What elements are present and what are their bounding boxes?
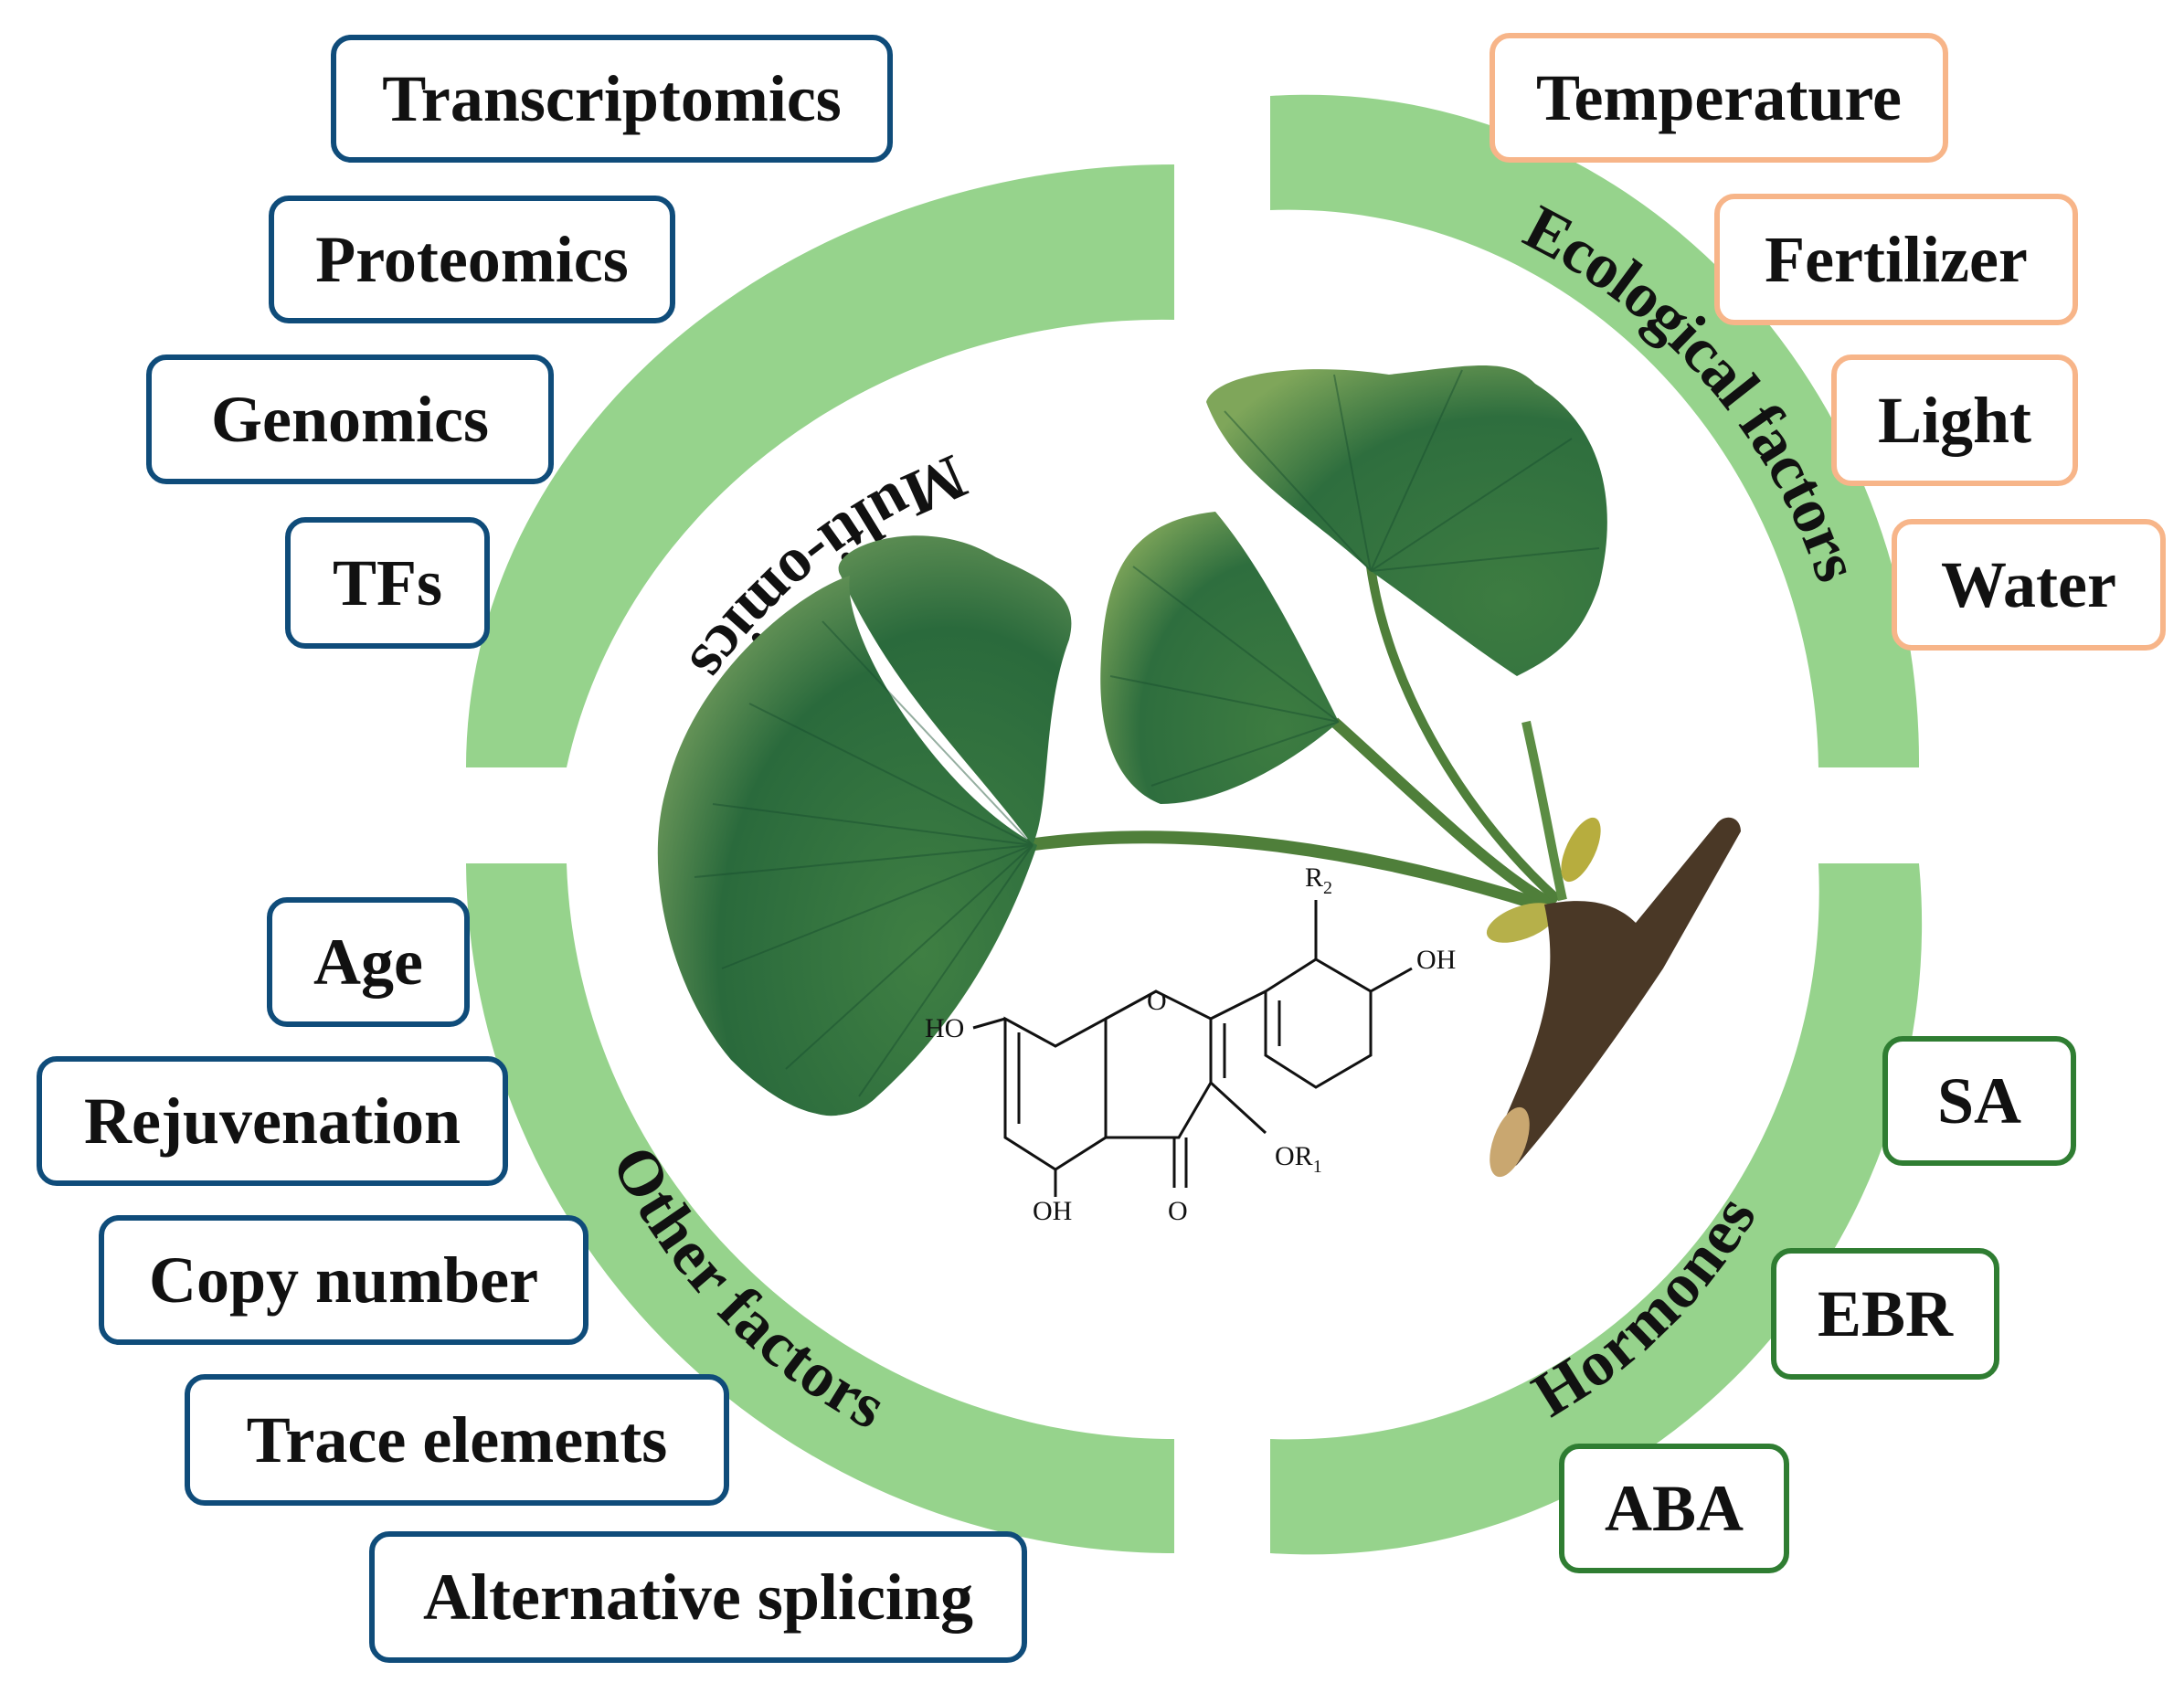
box-alternative-splicing: Alternative splicing: [369, 1531, 1027, 1663]
ginkgo-leaf-middle: [1100, 512, 1339, 804]
leaf-veins: [694, 369, 1600, 1097]
leaf-bud: [1486, 903, 1557, 943]
box-aba: ABA: [1559, 1444, 1789, 1573]
box-light: Light: [1831, 354, 2078, 486]
box-proteomics: Proteomics: [269, 196, 675, 323]
label-or1: OR1: [1275, 1141, 1322, 1177]
box-sa: SA: [1882, 1036, 2076, 1166]
box-transcriptomics: Transcriptomics: [331, 35, 893, 163]
box-rejuvenation: Rejuvenation: [37, 1056, 508, 1186]
flavonoid-labels: R2 OH HO O OR1 OH O: [925, 862, 1456, 1226]
ring-segment-other-factors: [466, 863, 1174, 1554]
bond-or1: [1209, 1081, 1267, 1135]
box-fertilizer: Fertilizer: [1714, 194, 2078, 325]
box-ebr: EBR: [1771, 1248, 1999, 1380]
leaf-stem: [1330, 717, 1556, 910]
bond-ho-left: [972, 1017, 1006, 1030]
ginkgo-leaf-left-blade: [657, 576, 1037, 1116]
bond-c2-ring-b: [1210, 989, 1267, 1021]
twig-cut: [1490, 1106, 1530, 1178]
label-r2: R2: [1305, 862, 1332, 898]
twig: [1495, 817, 1741, 1169]
ring-segment-multi-omics: [466, 164, 1174, 767]
label-ho-left: HO: [925, 1013, 964, 1043]
leaf-stem: [1027, 831, 1556, 915]
box-water: Water: [1892, 519, 2166, 651]
ring-c: [1105, 989, 1213, 1139]
ring-segment-hormones: [1270, 863, 1923, 1555]
label-oh-top: OH: [1416, 945, 1456, 975]
box-copy-number: Copy number: [99, 1215, 588, 1345]
label-o-ring: O: [1147, 986, 1167, 1016]
bond-oh-top: [1370, 967, 1413, 993]
box-age: Age: [267, 897, 470, 1027]
flavonoid-structure: [972, 900, 1413, 1197]
ginkgo-leaf-top: [1206, 365, 1607, 676]
leaf-stem: [1366, 566, 1562, 904]
ring-b: [1264, 958, 1373, 1089]
ginkgo-leaves-illustration: [657, 365, 1741, 1178]
ring: [466, 94, 1923, 1555]
box-trace-elements: Trace elements: [185, 1374, 729, 1506]
leaf-bud: [1561, 817, 1601, 883]
leaf-stem: [1521, 720, 1567, 902]
box-temperature: Temperature: [1490, 33, 1948, 163]
box-genomics: Genomics: [146, 354, 554, 484]
label-o-keto: O: [1168, 1196, 1188, 1226]
ring-segment-ecological-factors: [1270, 94, 1920, 767]
label-oh-bottom: OH: [1033, 1196, 1072, 1226]
box-tfs: TFs: [285, 517, 490, 649]
